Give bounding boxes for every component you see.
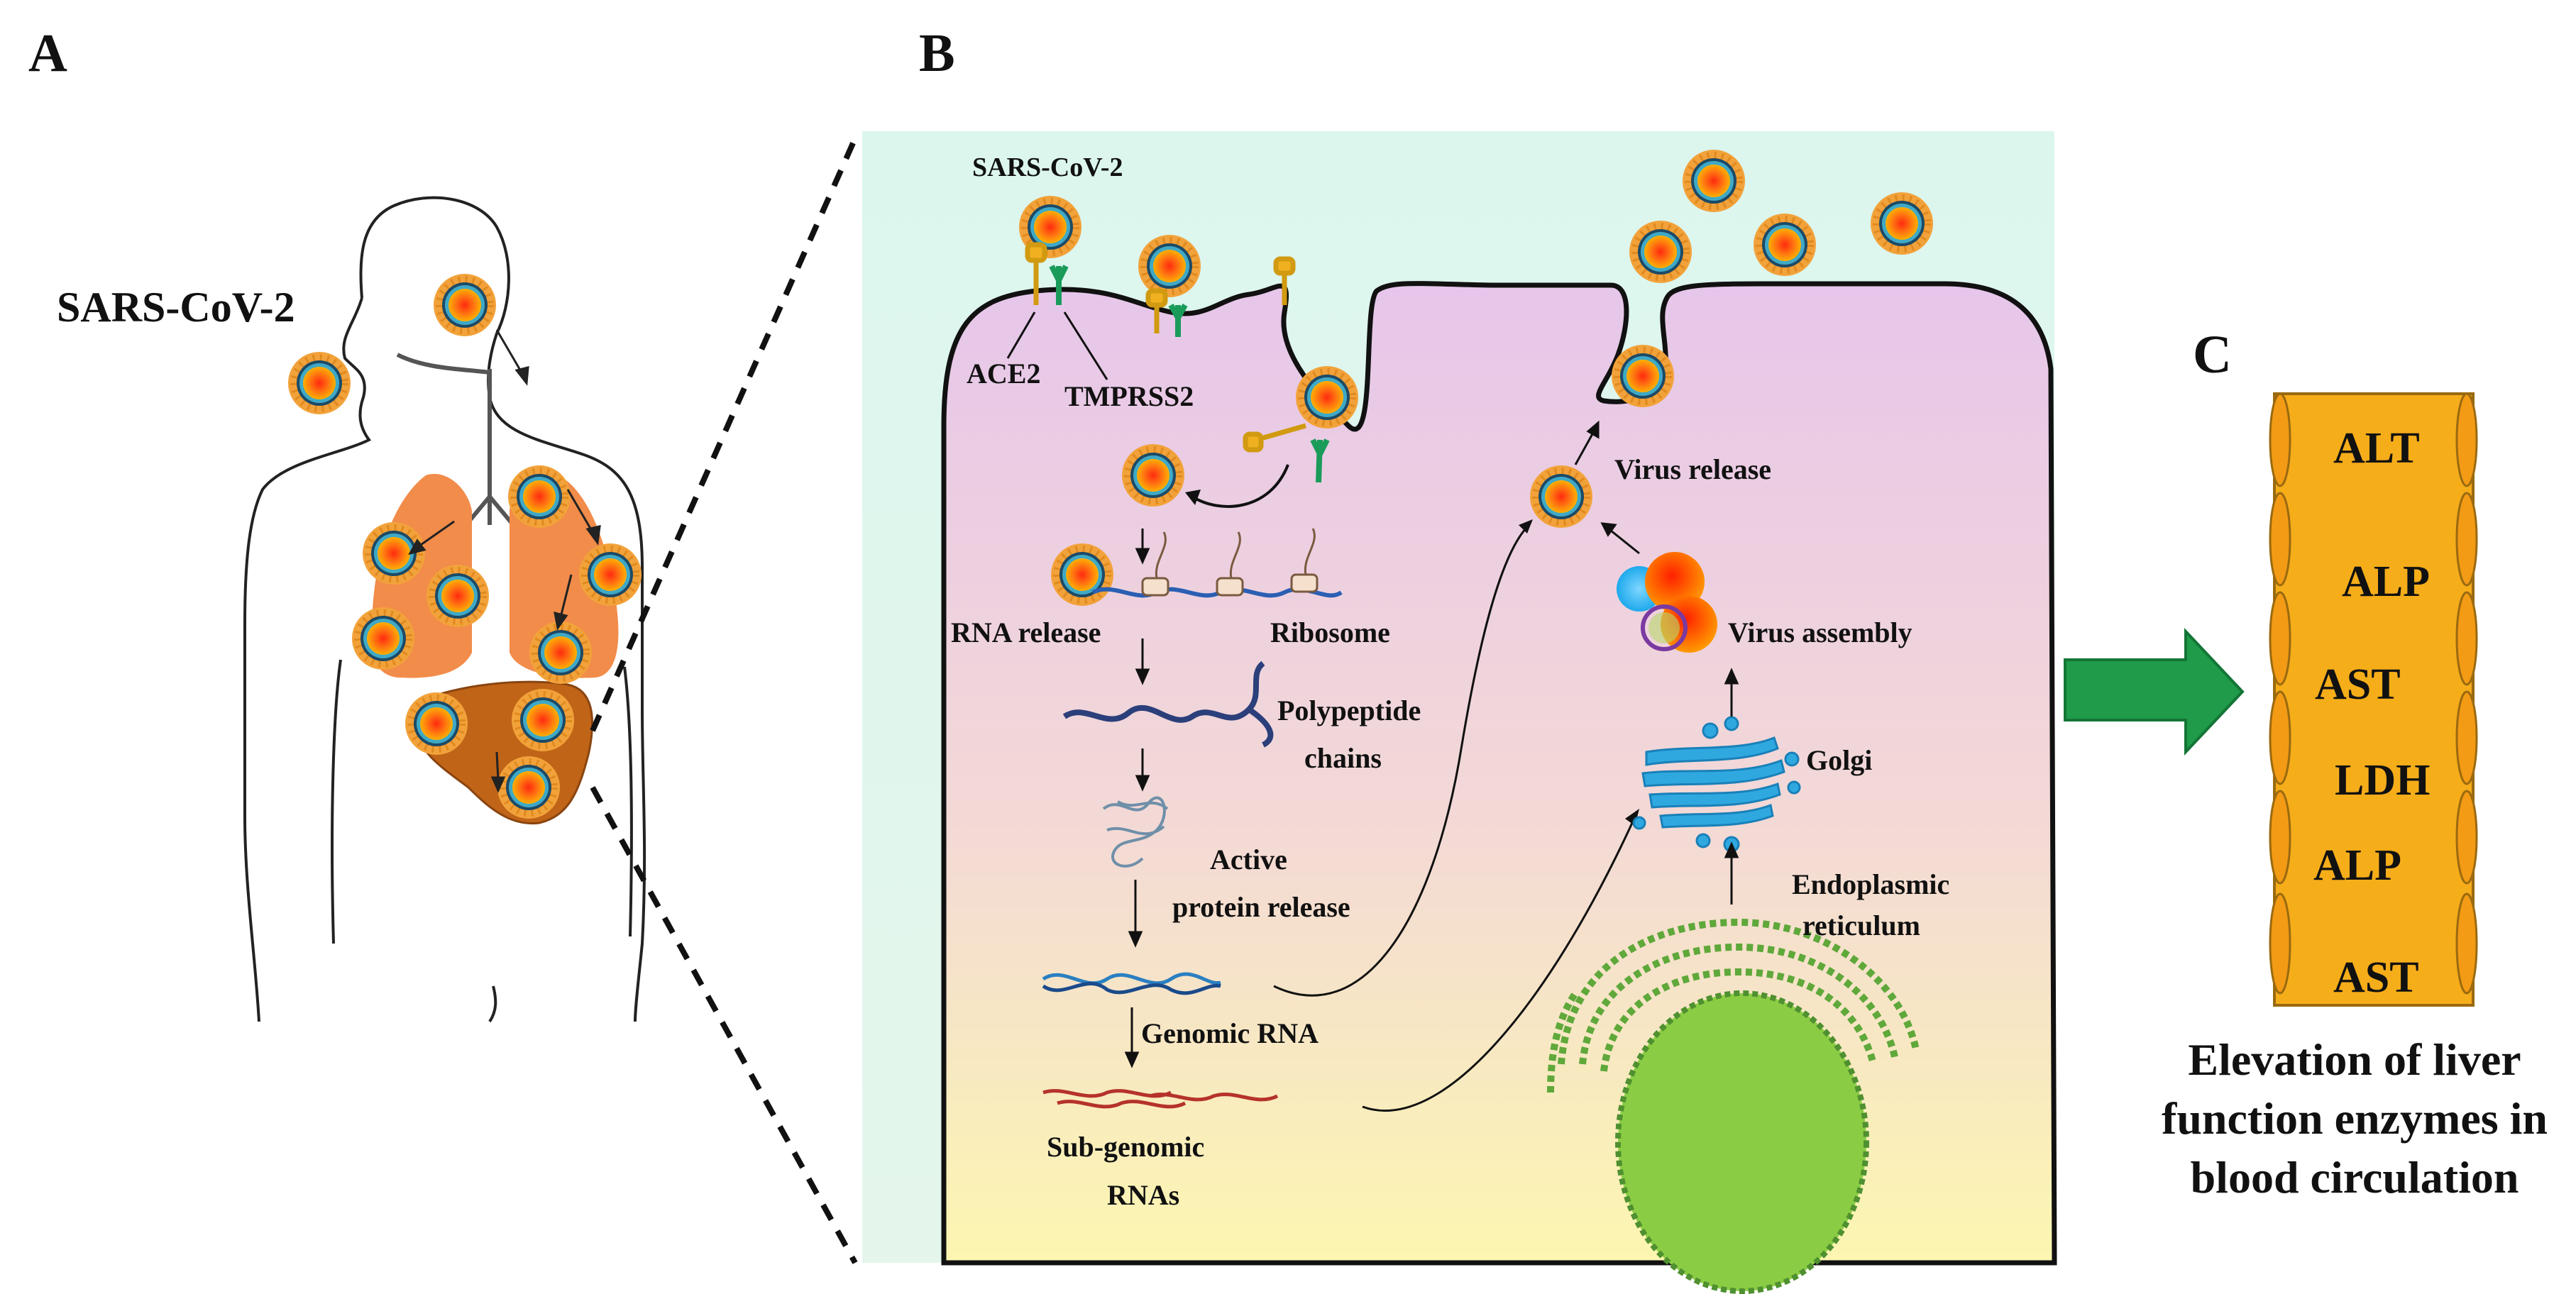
host-cell xyxy=(941,281,2057,1266)
virus-icon xyxy=(1296,366,1358,428)
caption-line-1: Elevation of liver xyxy=(2188,1034,2521,1085)
enzyme-label: AST xyxy=(2333,953,2419,1002)
virus-icon xyxy=(1122,444,1184,507)
virus-icon xyxy=(579,543,642,606)
panel-b-virus-label: SARS-CoV-2 xyxy=(972,153,1123,182)
ace2-receptors xyxy=(1025,242,1306,453)
virus-icon xyxy=(1612,345,1674,407)
panel-a-label: A xyxy=(28,23,67,83)
subgenomic-label-2: RNAs xyxy=(1107,1179,1179,1211)
genomic-rna-icon xyxy=(1042,972,1221,995)
panel-c-label: C xyxy=(2193,325,2232,385)
ribosome-icons xyxy=(1141,528,1319,597)
genomic-rna-label: Genomic RNA xyxy=(1141,1017,1319,1049)
polypeptide-label-2: chains xyxy=(1304,742,1382,774)
spread-arrows xyxy=(408,329,601,793)
tmprss2-label: TMPRSS2 xyxy=(1064,380,1194,412)
virus-icon xyxy=(288,352,351,414)
active-label-1: Active xyxy=(1210,844,1287,875)
enzyme-list: ALT ALP AST LDH ALP AST xyxy=(2313,424,2430,1002)
endoplasmic-reticulum xyxy=(1547,918,1920,1093)
subgenomic-label-1: Sub-genomic xyxy=(1047,1131,1204,1163)
panel-b-label: B xyxy=(919,23,955,83)
virus-release-label: Virus release xyxy=(1614,453,1771,485)
golgi-label: Golgi xyxy=(1806,744,1872,776)
entry-arrow xyxy=(1191,464,1289,508)
caption-line-2: function enzymes in xyxy=(2162,1093,2548,1144)
enzyme-label: ALP xyxy=(2313,841,2401,890)
enzyme-label: LDH xyxy=(2335,756,2430,804)
virus-icon xyxy=(1530,465,1592,528)
enzyme-label: AST xyxy=(2315,660,2401,709)
panel-a-virus-label: SARS-CoV-2 xyxy=(57,284,295,331)
active-label-2: protein release xyxy=(1172,891,1350,923)
virus-icon xyxy=(426,565,489,627)
virus-icon xyxy=(1754,214,1816,276)
transport-arrows xyxy=(1273,528,1634,1112)
human-body-outline xyxy=(243,196,646,1023)
elevation-arrow xyxy=(2064,627,2245,756)
er-label-1: Endoplasmic xyxy=(1792,868,1949,900)
virus-icon xyxy=(1629,221,1692,283)
virus-assembly-icon xyxy=(1617,552,1717,653)
virus-icon xyxy=(1138,235,1201,297)
virus-icon xyxy=(508,465,571,528)
virus-icon xyxy=(352,607,414,670)
polypeptide-label-1: Polypeptide xyxy=(1277,695,1421,726)
virus-icon xyxy=(363,522,425,585)
zoom-lines xyxy=(590,137,858,1264)
secretion-arrows xyxy=(1574,420,1739,905)
virus-icon xyxy=(512,689,574,751)
caption-line-3: blood circulation xyxy=(2191,1152,2519,1202)
ace2-label: ACE2 xyxy=(967,358,1040,389)
ribosome-label: Ribosome xyxy=(1270,616,1390,648)
tmprss2-receptors xyxy=(1049,265,1330,483)
rna-release-label: RNA release xyxy=(951,616,1101,648)
virus-icon xyxy=(1683,150,1745,212)
panel-a: A xyxy=(28,23,858,1264)
panel-b: B SARS-CoV-2 ACE2 TMPRSS2 xyxy=(862,23,2057,1294)
enzyme-label: ALP xyxy=(2342,558,2430,606)
active-protein-icon xyxy=(1102,796,1169,868)
virus-icon xyxy=(405,692,468,755)
enzyme-label: ALT xyxy=(2333,424,2420,472)
virus-icon xyxy=(1871,192,1933,255)
er-label-2: reticulum xyxy=(1802,909,1920,941)
golgi-apparatus xyxy=(1632,716,1801,853)
nucleus xyxy=(1615,990,1869,1294)
subgenomic-rna-icon xyxy=(1042,1089,1279,1109)
polypeptide-chain xyxy=(1062,660,1274,748)
virus-icon xyxy=(497,756,560,819)
receptor-pointers xyxy=(1006,311,1108,380)
process-arrows xyxy=(1124,529,1150,1068)
virus-assembly-label: Virus assembly xyxy=(1728,616,1912,648)
virus-icon xyxy=(434,274,496,336)
blood-vessel xyxy=(2269,392,2478,1007)
virus-icon xyxy=(1051,543,1113,606)
virus-icon xyxy=(529,621,592,684)
